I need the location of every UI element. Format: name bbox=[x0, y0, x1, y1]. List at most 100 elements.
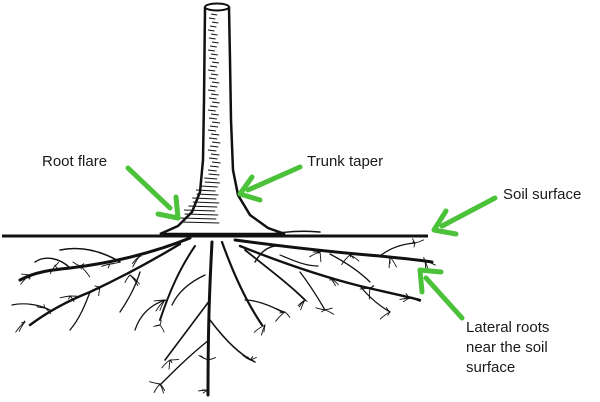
bark-hatch bbox=[183, 209, 216, 212]
fibrous-root bbox=[324, 307, 333, 311]
bark-hatch bbox=[208, 17, 216, 20]
fibrous-root bbox=[412, 238, 416, 244]
fibrous-root bbox=[169, 358, 180, 361]
fibrous-root bbox=[399, 297, 411, 300]
bark-hatch bbox=[184, 213, 219, 216]
bark-hatch bbox=[192, 197, 217, 200]
bark-hatch bbox=[208, 157, 218, 160]
fibrous-root bbox=[68, 295, 71, 300]
fibrous-root bbox=[309, 251, 321, 258]
fibrous-root bbox=[153, 299, 166, 302]
fibrous-root bbox=[207, 359, 210, 369]
bark-hatch bbox=[207, 109, 216, 112]
bark-hatch bbox=[209, 45, 217, 48]
bark-hatch bbox=[196, 193, 219, 196]
soil-surface-arrow bbox=[431, 195, 498, 237]
fibrous-root bbox=[315, 307, 326, 311]
root-flare-arrow bbox=[125, 165, 181, 221]
lateral-roots-label-line-2: near the soil bbox=[466, 339, 548, 356]
fibrous-root bbox=[349, 254, 360, 262]
fibrous-root bbox=[409, 297, 421, 302]
fibrous-root bbox=[59, 295, 71, 299]
bark-hatch bbox=[209, 25, 217, 28]
fibrous-root bbox=[44, 307, 52, 315]
fibrous-root bbox=[79, 265, 91, 278]
bark-hatch bbox=[210, 93, 219, 96]
fibrous-root bbox=[168, 359, 171, 370]
fibrous-root bbox=[131, 255, 141, 265]
bark-hatch bbox=[207, 149, 217, 152]
fibrous-root bbox=[124, 274, 131, 283]
fibrous-root bbox=[155, 299, 166, 312]
fibrous-root bbox=[99, 283, 106, 288]
fibrous-root bbox=[20, 274, 31, 285]
trunk bbox=[159, 2, 286, 236]
bark-hatch bbox=[210, 153, 220, 156]
root-flare-label: Root flare bbox=[42, 153, 108, 170]
bark-hatch bbox=[211, 41, 219, 44]
bark-hatch bbox=[208, 137, 218, 140]
fibrous-root bbox=[198, 355, 209, 361]
bark-hatch bbox=[180, 217, 217, 220]
fibrous-root bbox=[21, 273, 31, 276]
lateral-roots-label-line-1: Lateral roots bbox=[466, 319, 550, 336]
fibrous-root bbox=[18, 321, 26, 332]
bark-hatch bbox=[210, 133, 220, 136]
trunk-taper-label: Trunk taper bbox=[307, 153, 384, 170]
bark-hatch bbox=[208, 57, 217, 60]
bark-hatch bbox=[207, 49, 215, 52]
lateral-roots-label-line-3: surface bbox=[466, 359, 516, 376]
fibrous-root bbox=[284, 311, 291, 318]
fibrous-root bbox=[23, 320, 26, 323]
bark-hatch bbox=[204, 181, 220, 184]
bark-hatch bbox=[208, 37, 216, 40]
fibrous-root bbox=[324, 309, 335, 315]
bark-hatch bbox=[210, 113, 219, 116]
fibrous-root bbox=[260, 324, 266, 336]
fibrous-root bbox=[36, 306, 46, 309]
arrows bbox=[125, 164, 498, 321]
bark-hatch bbox=[211, 61, 220, 64]
fibrous-root bbox=[414, 239, 425, 244]
bark-hatch bbox=[192, 201, 220, 204]
bark-hatch bbox=[210, 53, 218, 56]
bark-hatch bbox=[209, 125, 219, 128]
fibrous-root bbox=[72, 261, 81, 267]
bark-hatch bbox=[210, 33, 218, 36]
trunk-taper-arrow bbox=[237, 164, 303, 203]
fibrous-root bbox=[94, 285, 101, 288]
fibrous-root bbox=[159, 383, 164, 394]
soil-surface-label: Soil surface bbox=[503, 186, 582, 203]
bark-hatch bbox=[207, 129, 217, 132]
bark-hatch bbox=[211, 121, 221, 124]
bark-hatch bbox=[211, 141, 221, 144]
bark-hatch bbox=[211, 161, 221, 164]
lateral-roots-arrow bbox=[417, 267, 465, 321]
bark-hatch bbox=[211, 21, 219, 24]
fibrous-root bbox=[275, 311, 286, 322]
bark-hatch bbox=[208, 97, 217, 100]
bark-hatch bbox=[208, 117, 217, 120]
fibrous-root bbox=[319, 251, 322, 263]
bark-hatch bbox=[211, 81, 220, 84]
fibrous-root bbox=[300, 299, 306, 311]
bark-hatch bbox=[208, 77, 217, 80]
fibrous-root bbox=[389, 256, 397, 268]
fibrous-root bbox=[275, 307, 286, 313]
fibrous-root bbox=[424, 260, 436, 266]
bark-hatch bbox=[209, 165, 219, 168]
bark-hatch bbox=[208, 173, 220, 176]
fibrous-root bbox=[129, 274, 136, 281]
bark-hatch bbox=[209, 145, 219, 148]
bark-hatch bbox=[209, 105, 218, 108]
bark-hatch bbox=[210, 73, 219, 76]
fibrous-root bbox=[159, 320, 162, 326]
fibrous-root bbox=[369, 285, 375, 289]
fibrous-root bbox=[43, 304, 46, 309]
bark-hatch bbox=[209, 65, 218, 68]
bark-hatch bbox=[207, 29, 215, 32]
lateral-roots-label: Lateral roots near the soil surface bbox=[466, 318, 596, 378]
fibrous-root bbox=[149, 381, 161, 385]
bark-hatch bbox=[207, 169, 217, 172]
